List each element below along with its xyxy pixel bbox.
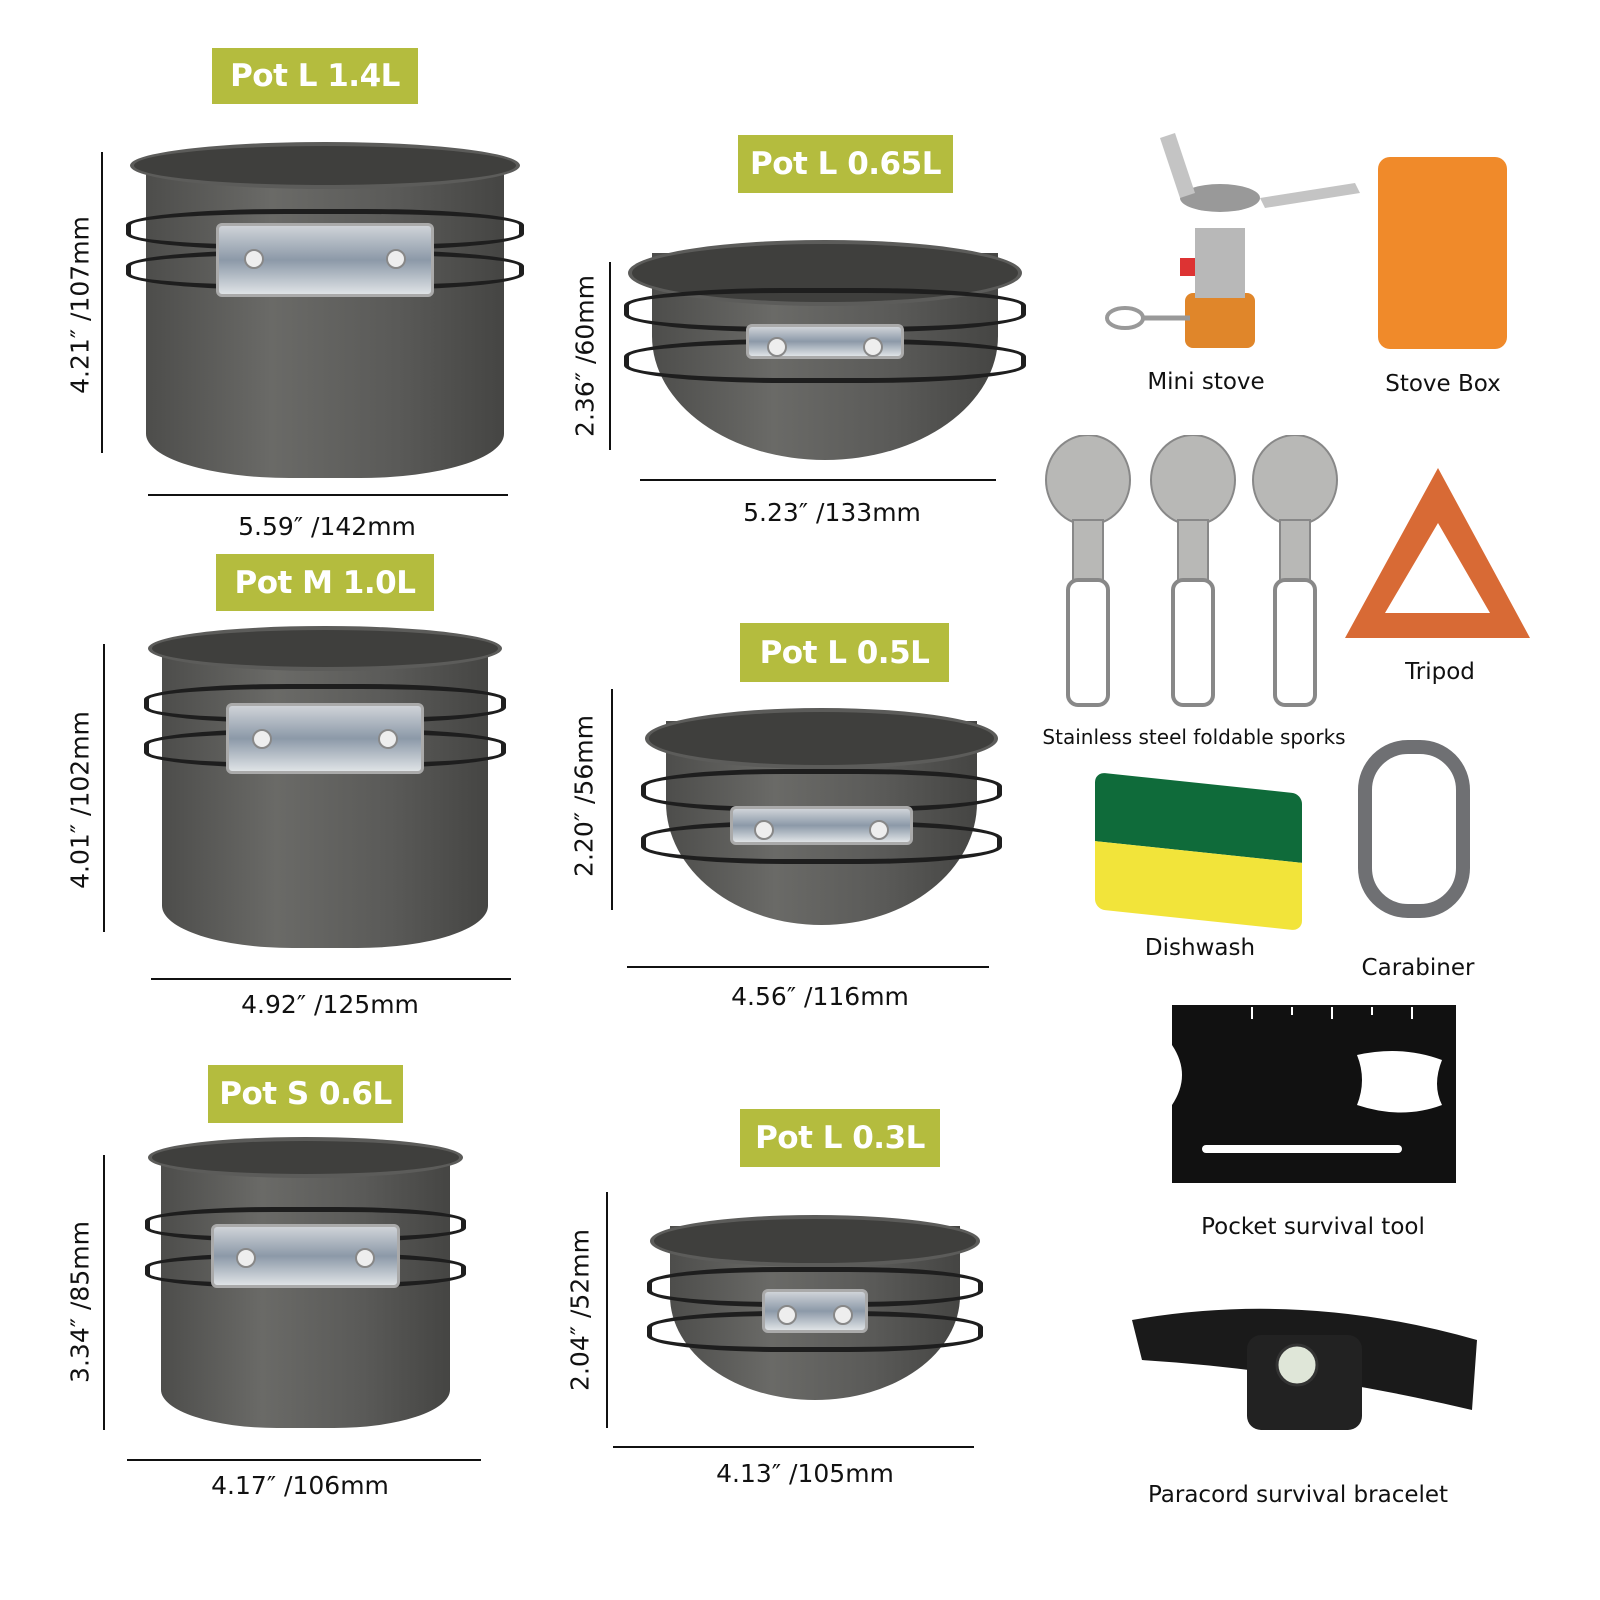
pot-l-0-65-height: 2.36″ /60mm	[570, 275, 600, 437]
pot-l-0-65-image	[624, 240, 1026, 460]
pot-l-0-5-height: 2.20″ /56mm	[569, 715, 599, 877]
sporks-image	[1045, 435, 1338, 707]
width-line	[148, 494, 508, 496]
bracelet-label: Paracord survival bracelet	[1147, 1482, 1449, 1508]
pot-l-0-5-width: 4.56″ /116mm	[731, 982, 909, 1011]
pot-m-1-0-width: 4.92″ /125mm	[241, 990, 419, 1019]
pot-l-1-4-height: 4.21″ /107mm	[65, 216, 95, 394]
pot-s-0-6-image	[144, 1137, 467, 1428]
pot-l-0-65-label: Pot L 0.65L	[738, 135, 953, 193]
height-line	[101, 152, 103, 453]
tripod-image	[1345, 468, 1530, 638]
height-line	[103, 644, 105, 932]
width-line	[627, 966, 989, 968]
tripod-label: Tripod	[1405, 659, 1475, 685]
stove-box-label: Stove Box	[1385, 371, 1501, 397]
pot-m-1-0-height: 4.01″ /102mm	[65, 711, 95, 889]
pot-m-1-0-image	[144, 626, 506, 948]
pot-l-1-4-width: 5.59″ /142mm	[238, 512, 416, 541]
pot-l-0-3-label: Pot L 0.3L	[740, 1109, 940, 1167]
pot-l-1-4-image	[126, 142, 524, 478]
pot-l-0-65-width: 5.23″ /133mm	[743, 498, 921, 527]
pot-s-0-6-label: Pot S 0.6L	[208, 1065, 403, 1123]
carabiner-label: Carabiner	[1361, 955, 1475, 981]
pot-l-0-3-width: 4.13″ /105mm	[716, 1459, 894, 1488]
pot-l-0-3-image	[646, 1215, 984, 1400]
sporks-label: Stainless steel foldable sporks	[1042, 725, 1346, 749]
height-line	[609, 262, 611, 450]
paracord-bracelet-image	[1132, 1308, 1477, 1430]
pot-l-0-5-image	[641, 708, 1002, 925]
pocket-survival-tool-image	[1172, 1005, 1456, 1183]
pot-l-0-5-label: Pot L 0.5L	[740, 623, 949, 682]
pot-m-1-0-label: Pot M 1.0L	[216, 554, 434, 611]
height-line	[606, 1192, 608, 1428]
dishwash-sponge-image	[1095, 772, 1302, 931]
pot-l-0-3-height: 2.04″ /52mm	[565, 1229, 595, 1391]
pocket-tool-label: Pocket survival tool	[1201, 1214, 1425, 1240]
stove-box-image	[1378, 157, 1507, 349]
mini-stove-image	[1105, 133, 1360, 348]
width-line	[613, 1446, 974, 1448]
height-line	[103, 1155, 105, 1430]
height-line	[611, 689, 613, 910]
pot-l-1-4-label: Pot L 1.4L	[212, 48, 418, 104]
pot-s-0-6-height: 3.34″ /85mm	[65, 1221, 95, 1383]
carabiner-image	[1358, 740, 1470, 918]
pot-s-0-6-width: 4.17″ /106mm	[211, 1471, 389, 1500]
width-line	[640, 479, 996, 481]
width-line	[127, 1459, 481, 1461]
dishwash-label: Dishwash	[1144, 935, 1256, 961]
mini-stove-label: Mini stove	[1147, 369, 1265, 395]
width-line	[151, 978, 511, 980]
